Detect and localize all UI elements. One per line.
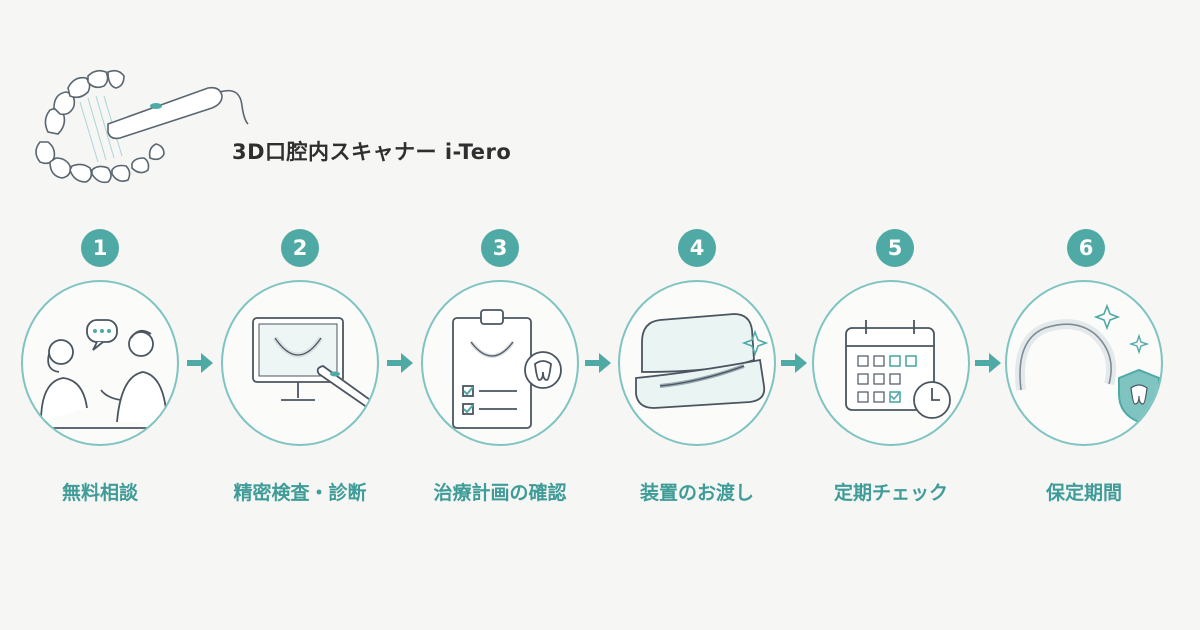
intraoral-scanner-icon bbox=[35, 69, 249, 184]
step-2-circle bbox=[221, 280, 379, 446]
step-4-label: 装置のお渡し bbox=[639, 482, 754, 504]
step-4-number: 4 bbox=[678, 229, 716, 267]
step-2-number: 2 bbox=[281, 229, 319, 267]
step-5-label: 定期チェック bbox=[833, 482, 948, 504]
step-3-number: 3 bbox=[481, 229, 519, 267]
monitor-scan-icon bbox=[252, 317, 376, 411]
header-title: 3D口腔内スキャナー i-Tero bbox=[232, 140, 512, 164]
step-1-number: 1 bbox=[81, 229, 119, 267]
arrow-right-icon bbox=[781, 353, 807, 373]
step-5-circle bbox=[812, 280, 970, 446]
arrow-right-icon bbox=[387, 353, 413, 373]
aligner-case-icon bbox=[635, 313, 769, 409]
arrow-right-icon bbox=[585, 353, 611, 373]
step-5-number: 5 bbox=[876, 229, 914, 267]
step-1-circle bbox=[21, 280, 179, 446]
step-4-circle bbox=[618, 280, 776, 446]
step-3-label: 治療計画の確認 bbox=[433, 482, 567, 504]
step-3-circle bbox=[421, 280, 579, 446]
step-6-circle bbox=[1005, 280, 1163, 446]
step-6-number: 6 bbox=[1067, 229, 1105, 267]
arrow-right-icon bbox=[975, 353, 1001, 373]
calendar-clock-icon bbox=[845, 320, 951, 419]
step-6-label: 保定期間 bbox=[1045, 482, 1122, 504]
step-2-label: 精密検査・診断 bbox=[233, 482, 367, 504]
clipboard-plan-icon bbox=[452, 309, 562, 429]
consultation-icon bbox=[33, 319, 173, 429]
step-1-label: 無料相談 bbox=[61, 482, 138, 504]
arrow-right-icon bbox=[187, 353, 213, 373]
retainer-shield-icon bbox=[1015, 303, 1160, 424]
